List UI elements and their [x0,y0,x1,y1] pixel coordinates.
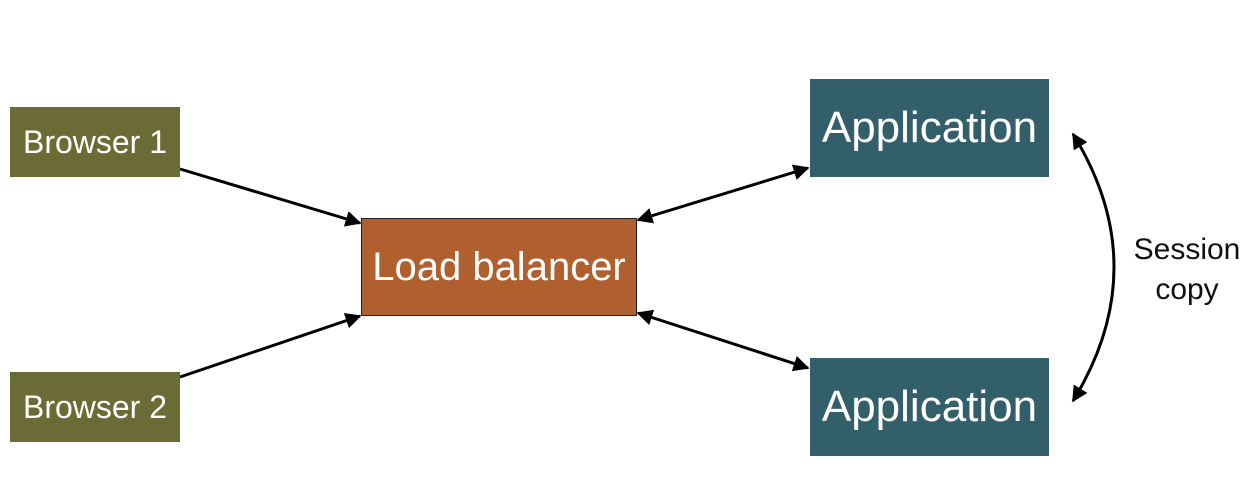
edge-lb-app1 [636,164,810,224]
session-copy-label: Session copy [1122,230,1252,310]
application-2-node: Application [810,358,1049,456]
edge-lb-app2 [636,309,810,372]
session-copy-label-line2: copy [1155,273,1219,306]
browser-1-node: Browser 1 [10,107,180,177]
browser-2-node: Browser 2 [10,372,180,442]
edge-browser1-to-lb [179,167,362,227]
edge-session-copy [1071,132,1116,403]
application-1-node: Application [810,79,1049,177]
load-balancer-node: Load balancer [361,218,637,316]
edge-browser2-to-lb [179,313,362,379]
session-copy-label-line1: Session [1133,233,1241,266]
